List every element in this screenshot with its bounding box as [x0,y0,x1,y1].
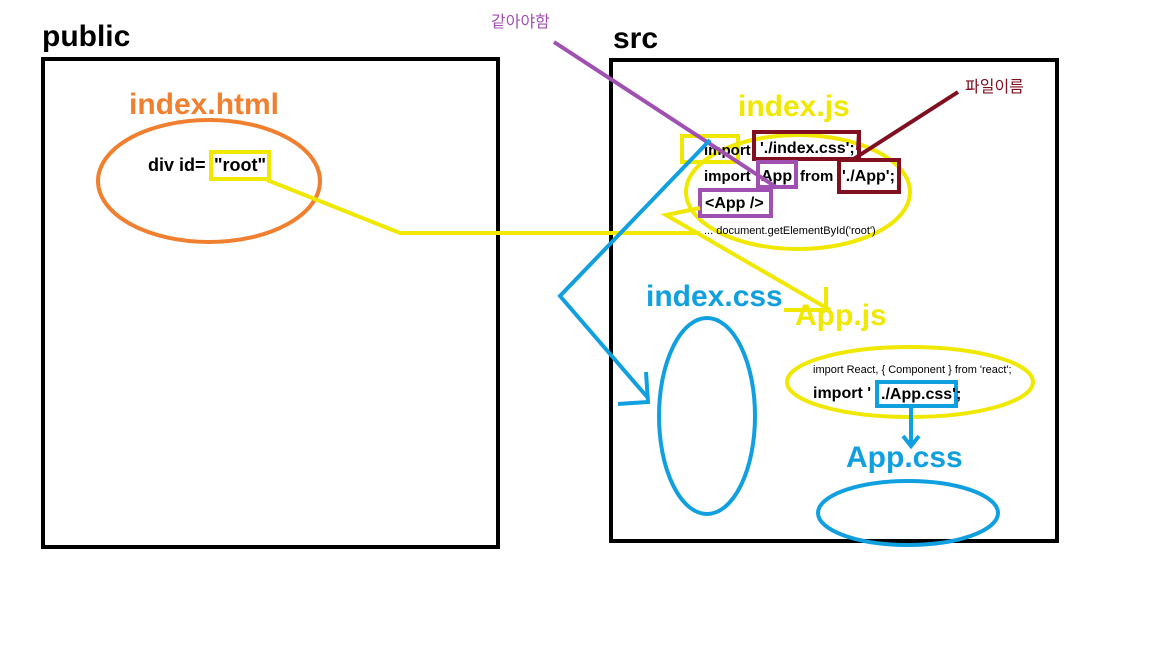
app-js-line2-keyword: import ' [813,385,871,402]
app-js-title: App.js [795,299,887,332]
annotation-must-match: 같아야함 [491,13,550,31]
index-js-line1-path: './index.css'; [760,140,855,157]
app-js-line1: import React, { Component } from 'react'… [813,364,1012,376]
index-js-line2-from: from [800,168,833,185]
import-keyword-box [680,134,740,164]
index-html-code: div id= [148,155,206,175]
index-html-title: index.html [129,88,279,121]
app-css-title: App.css [846,441,963,474]
app-css-path-box [875,380,958,408]
root-value: "root" [214,155,266,175]
root-highlight-box [209,150,271,181]
must-match-line [552,40,778,189]
index-js-ellipse [684,133,912,251]
file-name-line-2 [856,131,861,151]
index-js-line3: <App /> [705,195,764,212]
index-js-line4: ... document.getElementById('root') [704,225,876,237]
index-js-title: index.js [738,90,850,123]
app-js-line2-path: ./App.css'; [881,386,961,403]
index-js-line2-path: './App'; [842,168,895,185]
app-css-arrowhead [901,434,921,450]
index-css-title: index.css [646,280,783,313]
app-css-ellipse [816,479,1000,547]
index-css-ellipse [657,316,757,516]
index-html-ellipse [96,118,322,244]
app-path-box [837,158,901,194]
src-folder-box [609,58,1059,543]
src-label: src [613,22,658,55]
app-jsx-box [698,188,773,218]
annotation-file-name: 파일이름 [965,78,1024,96]
public-folder-box [41,57,500,549]
index-css-connector [557,138,712,400]
index-css-arrowhead [617,371,651,406]
app-jsx-connector [660,206,832,312]
public-label: public [42,20,130,53]
root-connector-line [266,178,700,235]
index-js-line2-keyword: import [704,168,751,185]
file-name-line-1 [850,90,960,162]
